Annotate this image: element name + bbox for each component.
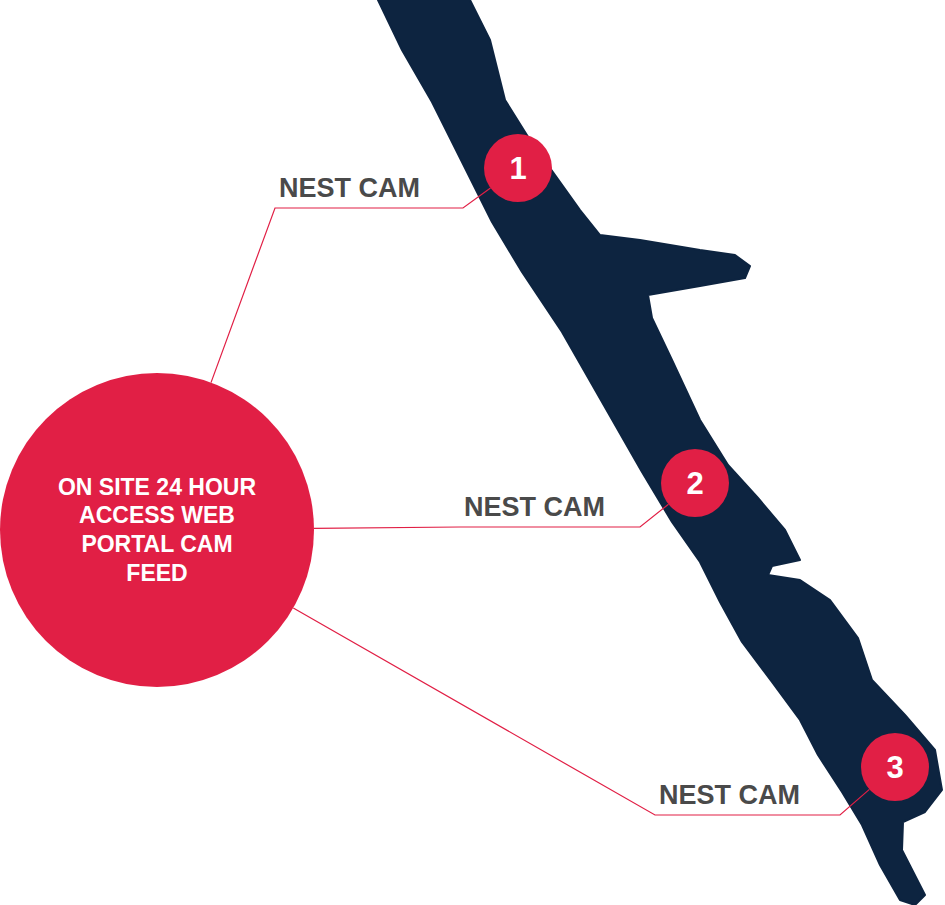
camera-label: NEST CAM (277, 174, 422, 204)
leader-line (211, 188, 491, 383)
camera-label: NEST CAM (462, 493, 607, 523)
callout-digit: 3 (865, 752, 925, 783)
callout-number: 3 (861, 733, 929, 801)
lake-outline (378, 0, 942, 905)
site-circle: ON SITE 24 HOUR ACCESS WEB PORTAL CAM FE… (0, 373, 314, 687)
text-holder: ON SITE 24 HOUR ACCESS WEB PORTAL CAM FE… (50, 473, 264, 588)
site-text: ON SITE 24 HOUR ACCESS WEB PORTAL CAM FE… (50, 473, 264, 588)
callout-digit: 2 (665, 468, 725, 499)
callout-digit: 1 (488, 153, 548, 184)
camera-label: NEST CAM (657, 781, 802, 811)
text-holder: 1 (488, 153, 548, 184)
text-holder: 2 (665, 468, 725, 499)
text-holder: 3 (865, 752, 925, 783)
callout-number: 1 (484, 134, 552, 202)
callout-number: 2 (661, 449, 729, 517)
leader-line (293, 608, 869, 815)
